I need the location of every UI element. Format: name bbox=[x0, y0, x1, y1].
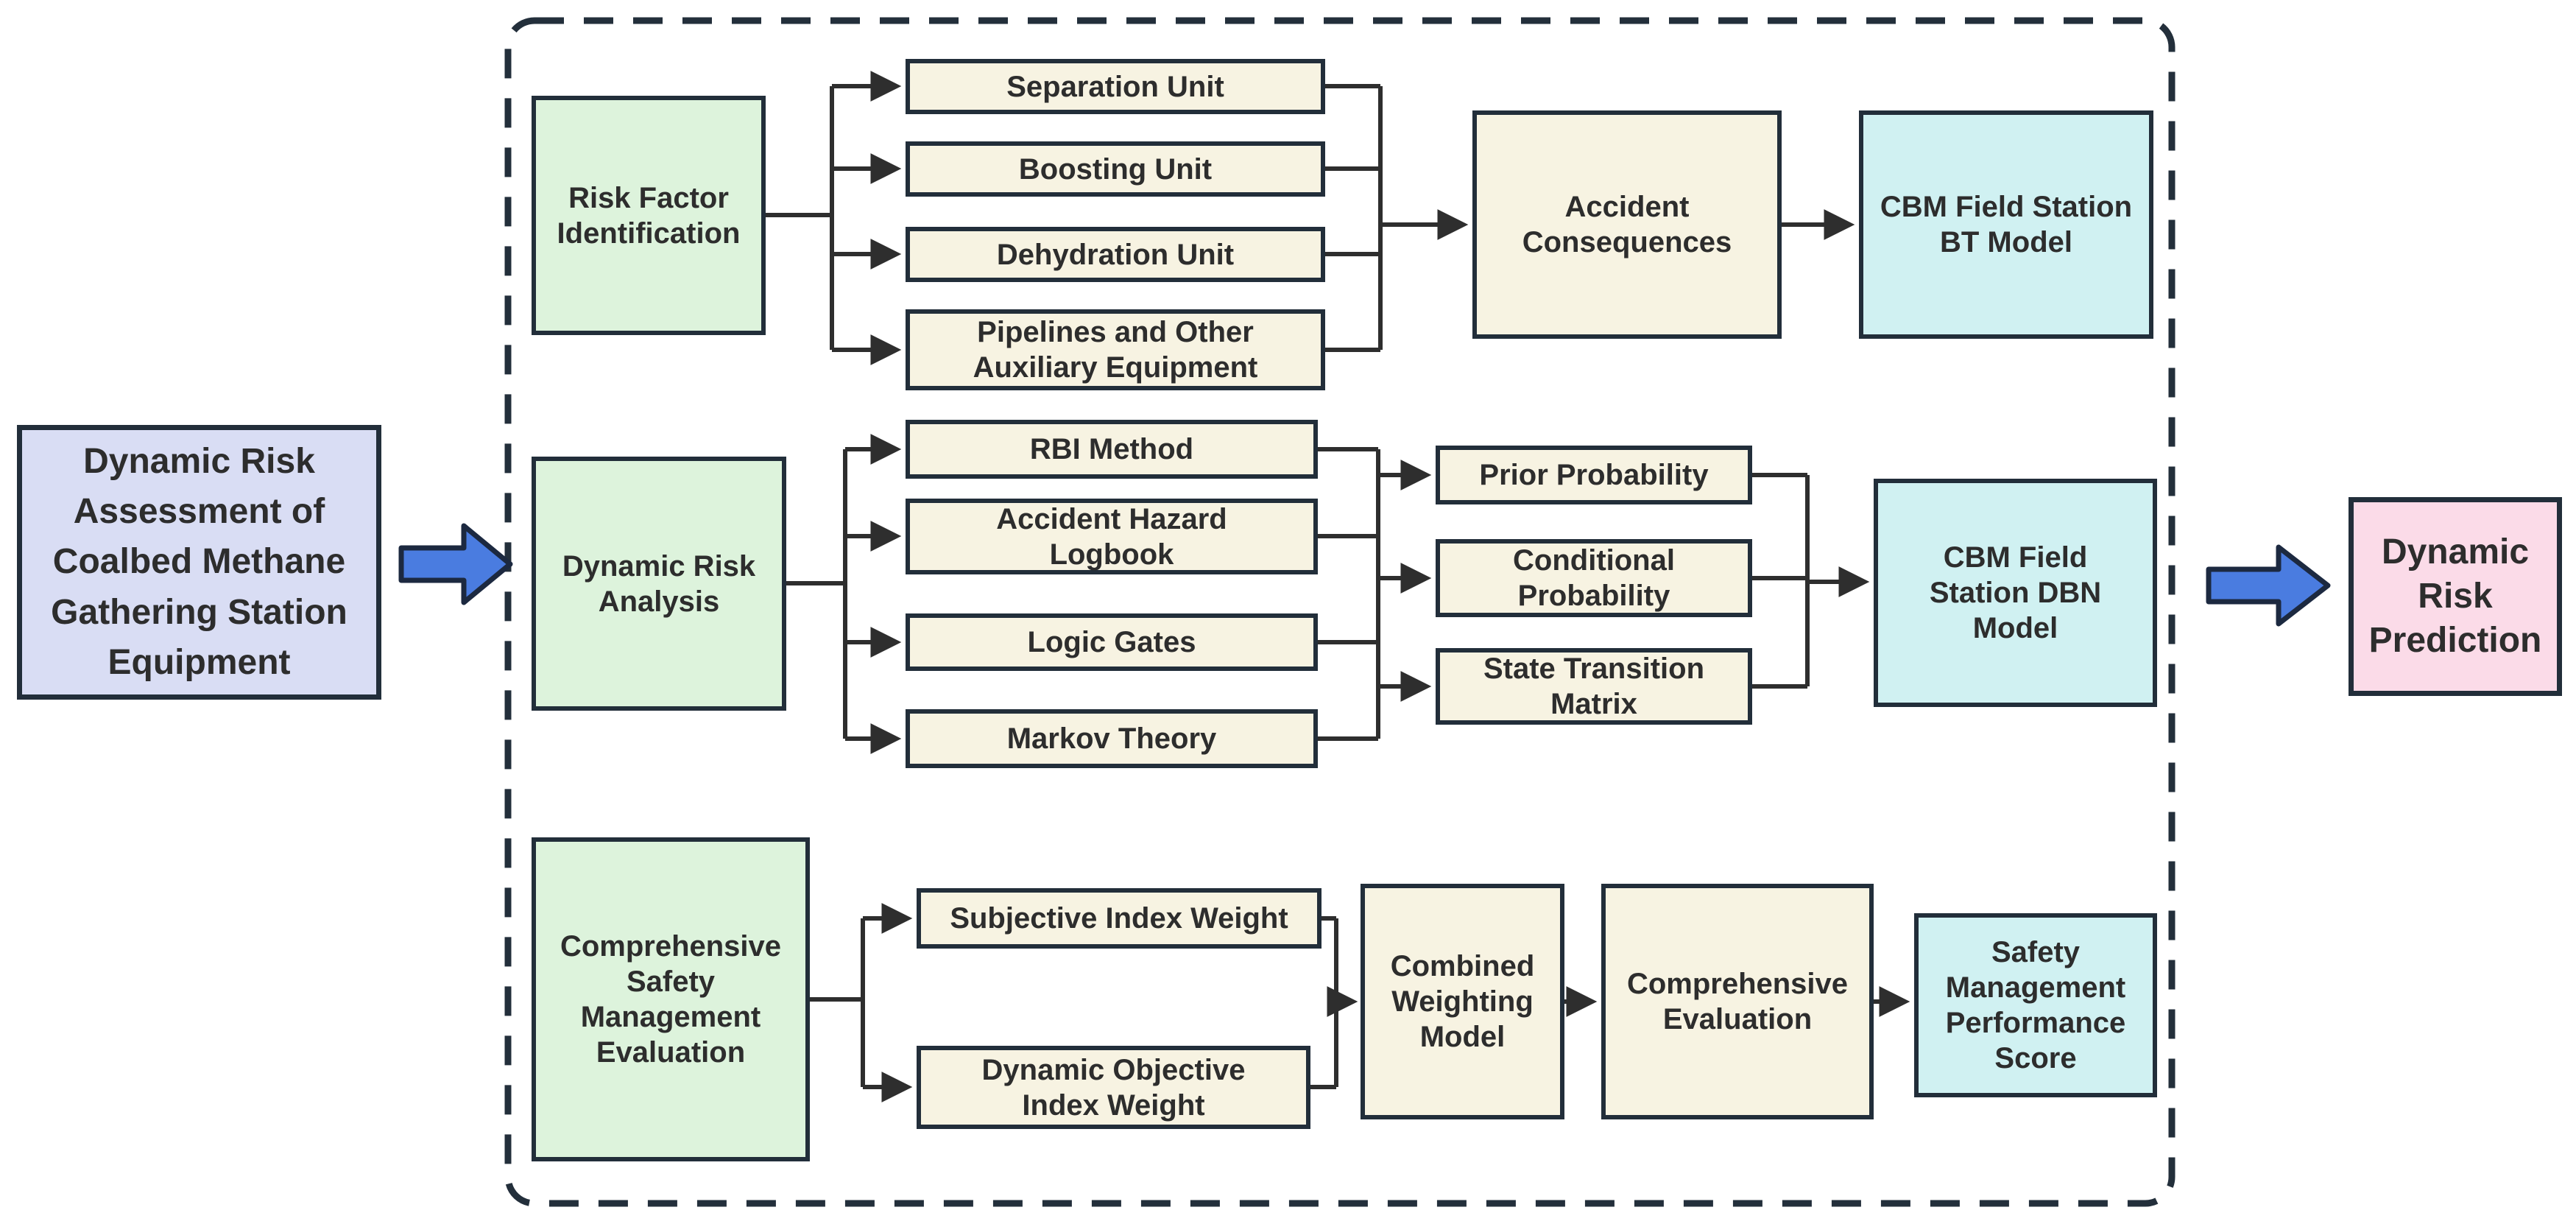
node-label: Accident Consequences bbox=[1522, 191, 1732, 258]
node-subjective-index-weight: Subjective Index Weight bbox=[917, 888, 1321, 949]
node-label: Risk Factor Identification bbox=[557, 181, 741, 250]
node-label: Dehydration Unit bbox=[996, 238, 1235, 271]
node-label: Conditional Probability bbox=[1513, 544, 1675, 612]
node-risk-factor-identification: Risk Factor Identification bbox=[532, 96, 766, 335]
node-dynamic-objective-index-weight: Dynamic Objective Index Weight bbox=[917, 1046, 1310, 1129]
node-label: Pipelines and Other Auxiliary Equipment bbox=[973, 316, 1258, 384]
node-label: CBM Field Station BT Model bbox=[1880, 191, 2133, 258]
node-label: Dynamic Risk Assessment of Coalbed Metha… bbox=[51, 442, 347, 682]
node-main-input: Dynamic Risk Assessment of Coalbed Metha… bbox=[17, 425, 381, 700]
node-comprehensive-evaluation: Comprehensive Evaluation bbox=[1601, 884, 1874, 1119]
node-combined-weighting-model: Combined Weighting Model bbox=[1361, 884, 1564, 1119]
node-dehydration-unit: Dehydration Unit bbox=[906, 227, 1325, 282]
node-safety-management-performance-score: Safety Management Performance Score bbox=[1914, 913, 2157, 1097]
node-bt-model: CBM Field Station BT Model bbox=[1859, 110, 2153, 339]
node-label: Dynamic Objective Index Weight bbox=[981, 1053, 1246, 1122]
node-label: Logic Gates bbox=[1027, 626, 1196, 658]
node-separation-unit: Separation Unit bbox=[906, 59, 1325, 114]
node-label: Boosting Unit bbox=[1018, 152, 1213, 186]
node-rbi-method: RBI Method bbox=[906, 420, 1318, 479]
node-conditional-probability: Conditional Probability bbox=[1436, 539, 1752, 617]
node-accident-hazard-logbook: Accident Hazard Logbook bbox=[906, 499, 1318, 574]
node-logic-gates: Logic Gates bbox=[906, 613, 1318, 671]
node-label: Separation Unit bbox=[1006, 70, 1224, 103]
node-label: Markov Theory bbox=[1006, 722, 1217, 755]
node-label: RBI Method bbox=[1029, 433, 1194, 465]
node-pipelines-auxiliary: Pipelines and Other Auxiliary Equipment bbox=[906, 309, 1325, 390]
node-accident-consequences: Accident Consequences bbox=[1472, 110, 1782, 339]
node-comprehensive-safety-management-evaluation: Comprehensive Safety Management Evaluati… bbox=[532, 837, 810, 1161]
dashed-frame bbox=[504, 17, 2176, 1207]
node-label: Comprehensive Safety Management Evaluati… bbox=[560, 930, 782, 1069]
node-dbn-model: CBM Field Station DBN Model bbox=[1874, 479, 2157, 707]
node-label: Accident Hazard Logbook bbox=[996, 502, 1227, 571]
node-boosting-unit: Boosting Unit bbox=[906, 141, 1325, 197]
node-dynamic-risk-analysis: Dynamic Risk Analysis bbox=[532, 457, 786, 711]
node-label: Safety Management Performance Score bbox=[1945, 936, 2126, 1074]
node-label: Prior Probability bbox=[1479, 459, 1709, 491]
node-label: Dynamic Risk Analysis bbox=[562, 549, 756, 618]
node-markov-theory: Markov Theory bbox=[906, 709, 1318, 768]
blue-flow-arrow-left-icon bbox=[398, 523, 513, 605]
node-prior-probability: Prior Probability bbox=[1436, 446, 1752, 504]
node-dynamic-risk-prediction: Dynamic Risk Prediction bbox=[2349, 497, 2562, 696]
node-state-transition-matrix: State Transition Matrix bbox=[1436, 648, 1752, 725]
node-label: State Transition Matrix bbox=[1483, 653, 1705, 720]
connectors bbox=[766, 71, 1910, 1102]
node-label: Dynamic Risk Prediction bbox=[2368, 532, 2542, 660]
node-label: CBM Field Station DBN Model bbox=[1929, 541, 2102, 644]
node-label: Subjective Index Weight bbox=[950, 902, 1288, 935]
node-label: Combined Weighting Model bbox=[1390, 950, 1535, 1053]
blue-flow-arrow-right-icon bbox=[2206, 544, 2331, 627]
node-label: Comprehensive Evaluation bbox=[1626, 968, 1849, 1035]
